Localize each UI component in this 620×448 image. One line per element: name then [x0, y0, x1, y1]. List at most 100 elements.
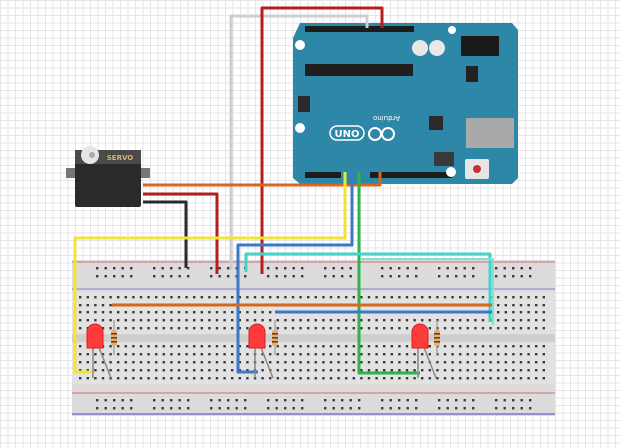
rail-hole[interactable] [381, 267, 384, 270]
breadboard-hole[interactable] [253, 319, 257, 322]
rail-hole[interactable] [153, 267, 156, 270]
rail-hole[interactable] [187, 275, 190, 278]
breadboard-hole[interactable] [459, 345, 462, 348]
breadboard-hole[interactable] [291, 296, 295, 299]
breadboard-hole[interactable] [436, 361, 439, 364]
rail-hole[interactable] [218, 399, 221, 402]
breadboard-hole[interactable] [299, 327, 302, 330]
rail-hole[interactable] [227, 275, 230, 278]
breadboard-hole[interactable] [261, 361, 264, 364]
breadboard-hole[interactable] [291, 353, 295, 356]
breadboard-hole[interactable] [489, 369, 492, 372]
rail-hole[interactable] [113, 275, 116, 278]
breadboard-hole[interactable] [284, 296, 287, 299]
breadboard-hole[interactable] [504, 345, 507, 348]
rail-hole[interactable] [398, 407, 401, 410]
breadboard-hole[interactable] [474, 361, 477, 364]
breadboard-hole[interactable] [337, 345, 340, 348]
breadboard-hole[interactable] [504, 304, 507, 307]
breadboard-hole[interactable] [497, 311, 500, 314]
breadboard-hole[interactable] [421, 361, 424, 364]
rail-hole[interactable] [520, 399, 523, 402]
rail-hole[interactable] [292, 275, 295, 278]
breadboard-hole[interactable] [223, 377, 226, 380]
breadboard-hole[interactable] [497, 361, 500, 364]
breadboard-hole[interactable] [117, 377, 120, 380]
rail-hole[interactable] [227, 267, 230, 270]
breadboard-hole[interactable] [238, 319, 241, 322]
breadboard-hole[interactable] [314, 353, 317, 356]
breadboard-hole[interactable] [185, 369, 188, 372]
rail-hole[interactable] [512, 407, 515, 410]
breadboard-hole[interactable] [124, 345, 127, 348]
breadboard-hole[interactable] [162, 327, 165, 330]
breadboard-hole[interactable] [542, 377, 545, 380]
breadboard-hole[interactable] [109, 304, 112, 307]
breadboard-hole[interactable] [147, 361, 150, 364]
breadboard-hole[interactable] [497, 369, 500, 372]
rail-hole[interactable] [130, 399, 133, 402]
breadboard-hole[interactable] [527, 345, 530, 348]
breadboard-hole[interactable] [466, 296, 469, 299]
breadboard-hole[interactable] [337, 369, 340, 372]
breadboard-hole[interactable] [390, 369, 393, 372]
breadboard-hole[interactable] [238, 361, 241, 364]
breadboard-hole[interactable] [390, 377, 393, 380]
breadboard-hole[interactable] [86, 319, 89, 322]
rail-hole[interactable] [178, 275, 181, 278]
breadboard-hole[interactable] [352, 345, 355, 348]
breadboard-hole[interactable] [527, 319, 530, 322]
breadboard-hole[interactable] [238, 345, 241, 348]
rail-hole[interactable] [161, 407, 164, 410]
rail-hole[interactable] [472, 267, 475, 270]
breadboard-hole[interactable] [117, 361, 120, 364]
breadboard-hole[interactable] [489, 361, 492, 364]
breadboard-hole[interactable] [231, 319, 234, 322]
breadboard-hole[interactable] [314, 361, 317, 364]
breadboard-hole[interactable] [345, 296, 348, 299]
breadboard-hole[interactable] [352, 327, 355, 330]
breadboard-hole[interactable] [193, 311, 196, 314]
breadboard-hole[interactable] [101, 353, 105, 356]
rail-hole[interactable] [267, 399, 270, 402]
breadboard-hole[interactable] [474, 319, 477, 322]
breadboard-hole[interactable] [124, 361, 127, 364]
breadboard-hole[interactable] [329, 296, 333, 299]
breadboard-hole[interactable] [185, 353, 188, 356]
breadboard-hole[interactable] [94, 304, 97, 307]
breadboard-hole[interactable] [124, 327, 127, 330]
breadboard-hole[interactable] [94, 311, 97, 314]
breadboard-hole[interactable] [185, 327, 188, 330]
breadboard-hole[interactable] [124, 377, 127, 380]
breadboard-hole[interactable] [86, 377, 89, 380]
breadboard-hole[interactable] [421, 377, 424, 380]
breadboard-hole[interactable] [413, 369, 416, 372]
breadboard-hole[interactable] [291, 369, 295, 372]
breadboard-hole[interactable] [352, 353, 355, 356]
rail-hole[interactable] [301, 399, 304, 402]
breadboard-hole[interactable] [79, 319, 82, 322]
breadboard-hole[interactable] [413, 353, 416, 356]
rail-hole[interactable] [389, 275, 392, 278]
rail-hole[interactable] [301, 407, 304, 410]
breadboard-hole[interactable] [215, 345, 219, 348]
breadboard-hole[interactable] [459, 319, 462, 322]
rail-hole[interactable] [332, 399, 335, 402]
breadboard-hole[interactable] [504, 319, 507, 322]
breadboard-hole[interactable] [512, 353, 515, 356]
breadboard-hole[interactable] [390, 319, 393, 322]
breadboard-hole[interactable] [421, 319, 424, 322]
rail-hole[interactable] [529, 275, 532, 278]
breadboard-hole[interactable] [170, 345, 173, 348]
breadboard-hole[interactable] [322, 345, 325, 348]
breadboard-hole[interactable] [299, 369, 302, 372]
rail-hole[interactable] [113, 407, 116, 410]
reset-button-cap[interactable] [473, 165, 481, 173]
breadboard-hole[interactable] [497, 319, 500, 322]
breadboard-hole[interactable] [345, 353, 348, 356]
rail-hole[interactable] [218, 407, 221, 410]
breadboard-hole[interactable] [451, 327, 454, 330]
breadboard-hole[interactable] [200, 353, 203, 356]
breadboard-hole[interactable] [519, 327, 523, 330]
breadboard-hole[interactable] [398, 369, 401, 372]
